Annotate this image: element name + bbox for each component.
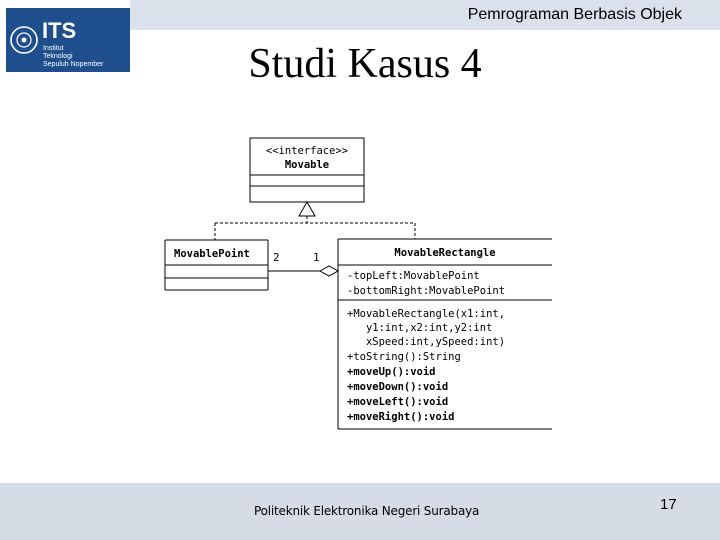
multiplicity-point: 2 bbox=[273, 251, 280, 264]
its-logo: ITS Institut Teknologi Sepuluh Nopember bbox=[6, 8, 130, 72]
interface-stereotype: <<interface>> bbox=[266, 145, 348, 157]
aggregation-connector: 2 1 bbox=[268, 251, 340, 277]
page-number: 17 bbox=[660, 496, 677, 513]
interface-movable-box: <<interface>> Movable bbox=[249, 137, 365, 203]
uml-class-diagram: <<interface>> Movable MovablePoint 2 1 M… bbox=[164, 137, 552, 430]
class-movablepoint-box: MovablePoint bbox=[164, 239, 269, 291]
logo-line1: Institut bbox=[43, 45, 64, 52]
multiplicity-rect: 1 bbox=[313, 251, 320, 264]
method-moveup: +moveUp():void bbox=[347, 366, 436, 378]
logo-name: ITS bbox=[42, 18, 76, 43]
method-moveleft: +moveLeft():void bbox=[347, 396, 448, 408]
class-movablerectangle-box: MovableRectangle -topLeft:MovablePoint -… bbox=[337, 238, 552, 430]
logo-line3: Sepuluh Nopember bbox=[43, 61, 104, 68]
logo-seal-icon bbox=[10, 26, 38, 54]
header-bar: Pemrograman Berbasis Objek bbox=[130, 0, 720, 30]
course-title: Pemrograman Berbasis Objek bbox=[467, 6, 682, 23]
method-moveright: +moveRight():void bbox=[347, 411, 454, 423]
logo-line2: Teknologi bbox=[43, 53, 73, 60]
method-constructor-line2: y1:int,x2:int,y2:int bbox=[347, 322, 492, 334]
attribute-bottomright: -bottomRight:MovablePoint bbox=[347, 285, 505, 297]
method-movedown: +moveDown():void bbox=[347, 381, 448, 393]
method-constructor-line3: xSpeed:int,ySpeed:int) bbox=[347, 336, 505, 348]
footer-bar bbox=[0, 483, 720, 540]
method-constructor-line1: +MovableRectangle(x1:int, bbox=[347, 308, 505, 320]
realization-arrowhead-icon bbox=[298, 200, 316, 217]
interface-name: Movable bbox=[285, 159, 329, 171]
attribute-topleft: -topLeft:MovablePoint bbox=[347, 270, 480, 282]
footer-institution: Politeknik Elektronika Negeri Surabaya bbox=[254, 504, 480, 518]
slide-title: Studi Kasus 4 bbox=[248, 41, 482, 87]
class-movablerectangle-name: MovableRectangle bbox=[394, 247, 495, 259]
aggregation-diamond-icon bbox=[318, 265, 340, 277]
class-movablepoint-name: MovablePoint bbox=[174, 248, 250, 260]
method-tostring: +toString():String bbox=[347, 351, 461, 363]
logo-background bbox=[6, 8, 130, 72]
realization-connectors bbox=[214, 200, 416, 240]
